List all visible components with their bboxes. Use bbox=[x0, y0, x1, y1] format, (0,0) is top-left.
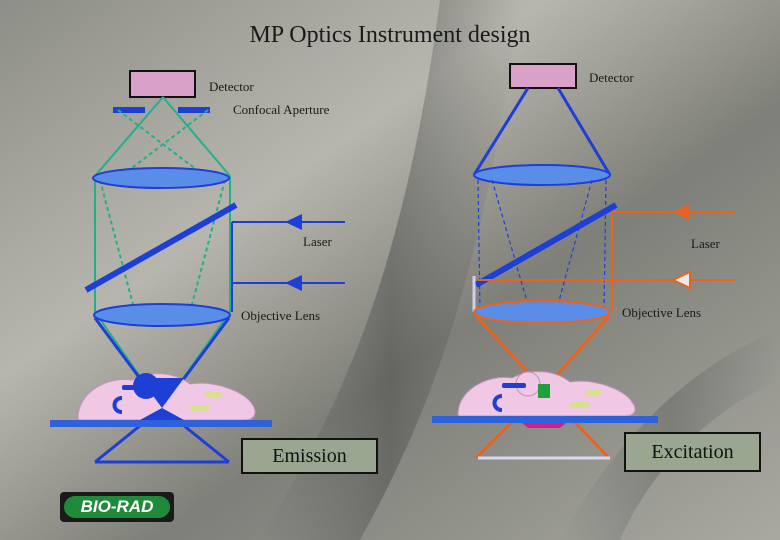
emission-label: Emission bbox=[241, 438, 378, 474]
collector-lens-left bbox=[92, 167, 230, 189]
organelle-icon bbox=[122, 385, 146, 390]
organelle-icon bbox=[205, 392, 221, 397]
organelle-icon bbox=[502, 383, 526, 388]
mitochondria-icon bbox=[112, 396, 123, 414]
bio-rad-logo: BIO-RAD bbox=[60, 492, 174, 522]
focal-spot bbox=[538, 384, 550, 398]
excitation-focus-left bbox=[140, 408, 184, 420]
emission-diagram bbox=[50, 70, 345, 464]
detection-path-right bbox=[472, 87, 612, 176]
microscope-stage-right bbox=[432, 416, 658, 423]
objective-lens-label-left: Objective Lens bbox=[241, 308, 321, 323]
emission-beam bbox=[94, 96, 231, 409]
mitochondria-icon bbox=[492, 394, 503, 412]
detector-label-left: Detector bbox=[209, 79, 254, 94]
laser-arrow-icon bbox=[285, 214, 302, 230]
excitation-label: Excitation bbox=[624, 432, 761, 472]
confocal-aperture-right-plate bbox=[178, 107, 210, 113]
confocal-aperture-left-plate bbox=[113, 107, 145, 113]
detector-label-right: Detector bbox=[589, 70, 634, 85]
laser-arrow-icon bbox=[670, 270, 691, 290]
laser-label-left: Laser bbox=[303, 234, 332, 249]
detector-right bbox=[509, 63, 577, 89]
background-streak bbox=[260, 0, 520, 540]
detector-left bbox=[129, 70, 196, 98]
logo-text: BIO-RAD bbox=[64, 496, 170, 518]
laser-label-right: Laser bbox=[691, 236, 720, 251]
confocal-aperture-label: Confocal Aperture bbox=[233, 102, 330, 117]
objective-lens-left bbox=[93, 303, 231, 327]
laser-arrow-icon bbox=[285, 275, 302, 291]
organelle-icon bbox=[190, 405, 210, 411]
dichroic-mirror-right bbox=[474, 202, 618, 288]
excitation-diagram bbox=[432, 63, 735, 460]
microscope-stage-left bbox=[50, 420, 272, 427]
organelle-icon bbox=[570, 402, 590, 408]
collector-lens-right bbox=[473, 164, 611, 186]
objective-lens-right bbox=[473, 300, 611, 324]
organelle-icon bbox=[585, 390, 601, 395]
page-title: MP Optics Instrument design bbox=[249, 22, 531, 48]
collimated-beam-right bbox=[477, 179, 607, 313]
laser-arrow-icon bbox=[673, 204, 690, 220]
dichroic-mirror-left bbox=[84, 202, 238, 293]
excitation-focus-left bbox=[140, 378, 184, 408]
objective-lens-label-right: Objective Lens bbox=[622, 305, 702, 320]
